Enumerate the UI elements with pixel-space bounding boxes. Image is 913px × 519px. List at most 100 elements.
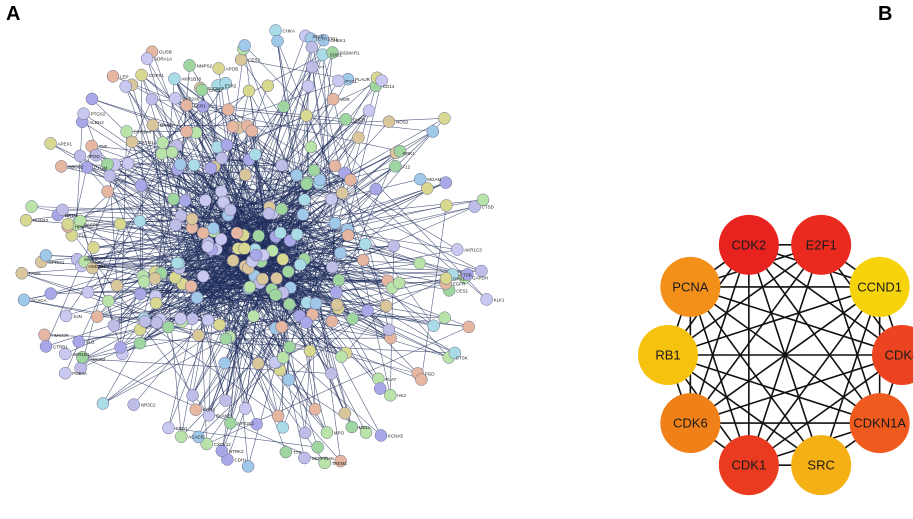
panel-a-node: [44, 287, 58, 300]
panel-a-node: [19, 213, 33, 227]
panel-a-node: [426, 125, 440, 138]
panel-b-edge: [748, 354, 903, 466]
panel-a-gene-label: HK2: [397, 393, 406, 398]
panel-a-edge: [277, 41, 310, 290]
panel-a-ppi-network: POR3GUSBCES2MPOCD14AKR1B1MDLLACACAACACBN…: [15, 24, 505, 473]
panel-a-edge: [306, 310, 368, 323]
panel-a-node: [120, 125, 133, 138]
hub-node-circle: [660, 393, 721, 454]
hub-node-circle: [718, 435, 779, 496]
panel-a-node: [362, 104, 376, 117]
panel-a-edge: [97, 275, 144, 317]
panel-a-node: [178, 194, 192, 207]
panel-a-node: [156, 136, 169, 149]
panel-a-edge: [232, 126, 246, 218]
panel-a-node: [468, 200, 481, 213]
panel-a-node: [336, 186, 349, 200]
panel-a-node: [475, 264, 488, 278]
panel-a-node: [219, 332, 233, 346]
panel-a-node: [328, 216, 342, 230]
panel-a-node: [119, 80, 132, 93]
panel-a-nodes: [15, 24, 493, 473]
panel-a-gene-label: NR3C2: [141, 403, 156, 408]
hub-node-e2f1: E2F1: [791, 214, 852, 275]
panel-a-gene-label: MMP2: [84, 257, 97, 262]
panel-a-node: [300, 316, 313, 329]
panel-a-edge: [107, 163, 217, 230]
panel-a-gene-label: CD14: [383, 84, 395, 89]
panel-a-node: [220, 138, 234, 152]
hub-node-label: CDKN1A: [853, 416, 906, 431]
panel-a-node: [110, 279, 124, 292]
panel-a-node: [89, 148, 103, 162]
panel-a-node: [155, 147, 168, 160]
panel-a-node: [359, 237, 372, 251]
panel-a-gene-label: CHEK1: [330, 38, 346, 43]
panel-a-node: [224, 416, 237, 430]
panel-a-gene-label: DHFR: [353, 117, 366, 122]
panel-a-gene-label: CTSD: [482, 205, 495, 210]
panel-a-node: [133, 336, 147, 350]
panel-a-gene-label: CYP2A6: [182, 96, 200, 101]
panel-a-node: [200, 437, 213, 451]
panel-a-edge: [107, 78, 349, 165]
hub-node-src: SRC: [791, 435, 852, 496]
panel-a-edge: [248, 267, 449, 358]
panel-a-node: [146, 118, 160, 132]
hub-node-circle: [718, 214, 779, 275]
panel-a-gene-label: PGD: [425, 371, 436, 376]
panel-a-node: [271, 409, 285, 423]
panel-a-gene-label: RUNX2: [33, 218, 49, 223]
panel-a-node: [186, 312, 199, 326]
panel-a-gene-label: CES2: [248, 58, 260, 63]
panel-a-edge: [225, 248, 245, 401]
panel-a-node: [201, 240, 215, 253]
panel-a-node: [173, 158, 187, 171]
panel-a-node: [313, 173, 327, 187]
panel-a-gene-label: HMGCR: [51, 333, 69, 338]
panel-a-edge: [139, 260, 206, 330]
panel-a-node: [303, 344, 317, 358]
panel-a-node: [393, 144, 407, 158]
panel-a-node: [250, 417, 263, 431]
panel-a-node: [190, 291, 204, 304]
panel-a-node: [149, 296, 163, 310]
panel-a-edge: [82, 358, 332, 374]
panel-a-edge: [180, 90, 250, 165]
panel-a-edge: [186, 104, 401, 152]
panel-a-edge: [227, 408, 246, 460]
panel-a-node: [290, 168, 303, 182]
panel-a-gene-label: ESR2: [225, 84, 237, 89]
panel-a-edge: [235, 80, 339, 242]
panel-a-gene-label: ACACB: [188, 435, 204, 440]
panel-a-gene-label: CXCL12: [214, 442, 232, 447]
panel-a-gene-label: HPN: [75, 225, 85, 230]
panel-a-node: [221, 103, 235, 116]
panel-a-edge: [345, 305, 387, 354]
panel-a-node: [304, 140, 318, 154]
panel-a-node: [81, 285, 95, 299]
panel-a-edge: [227, 109, 458, 250]
panel-a-gene-label: CYP3A4: [134, 129, 152, 134]
panel-a-node: [168, 72, 181, 85]
panel-a-edge: [247, 362, 277, 467]
panel-a-labels: POR3GUSBCES2MPOCD14AKR1B1MDLLACACAACACBN…: [29, 28, 505, 465]
panel-a-gene-label: CTRB1: [53, 344, 68, 349]
panel-b-edge: [689, 286, 822, 466]
panel-a-node: [300, 177, 313, 191]
panel-a-edge: [102, 282, 260, 404]
panel-a-node: [87, 241, 100, 254]
panel-a-node: [256, 272, 269, 286]
panel-a-gene-label: MDLL: [359, 425, 372, 430]
panel-a-node: [359, 426, 373, 439]
panel-a-node: [243, 280, 257, 294]
panel-b-edge: [667, 354, 822, 466]
panel-a-edge: [231, 273, 290, 348]
panel-a-gene-label: NFE2L2: [237, 421, 254, 426]
hub-node-cdk2: CDK2: [718, 214, 779, 275]
panel-a-node: [283, 340, 296, 354]
panel-a-gene-label: CHKA: [283, 28, 296, 33]
panel-b-edge: [820, 244, 881, 424]
panel-a-node: [162, 320, 175, 334]
